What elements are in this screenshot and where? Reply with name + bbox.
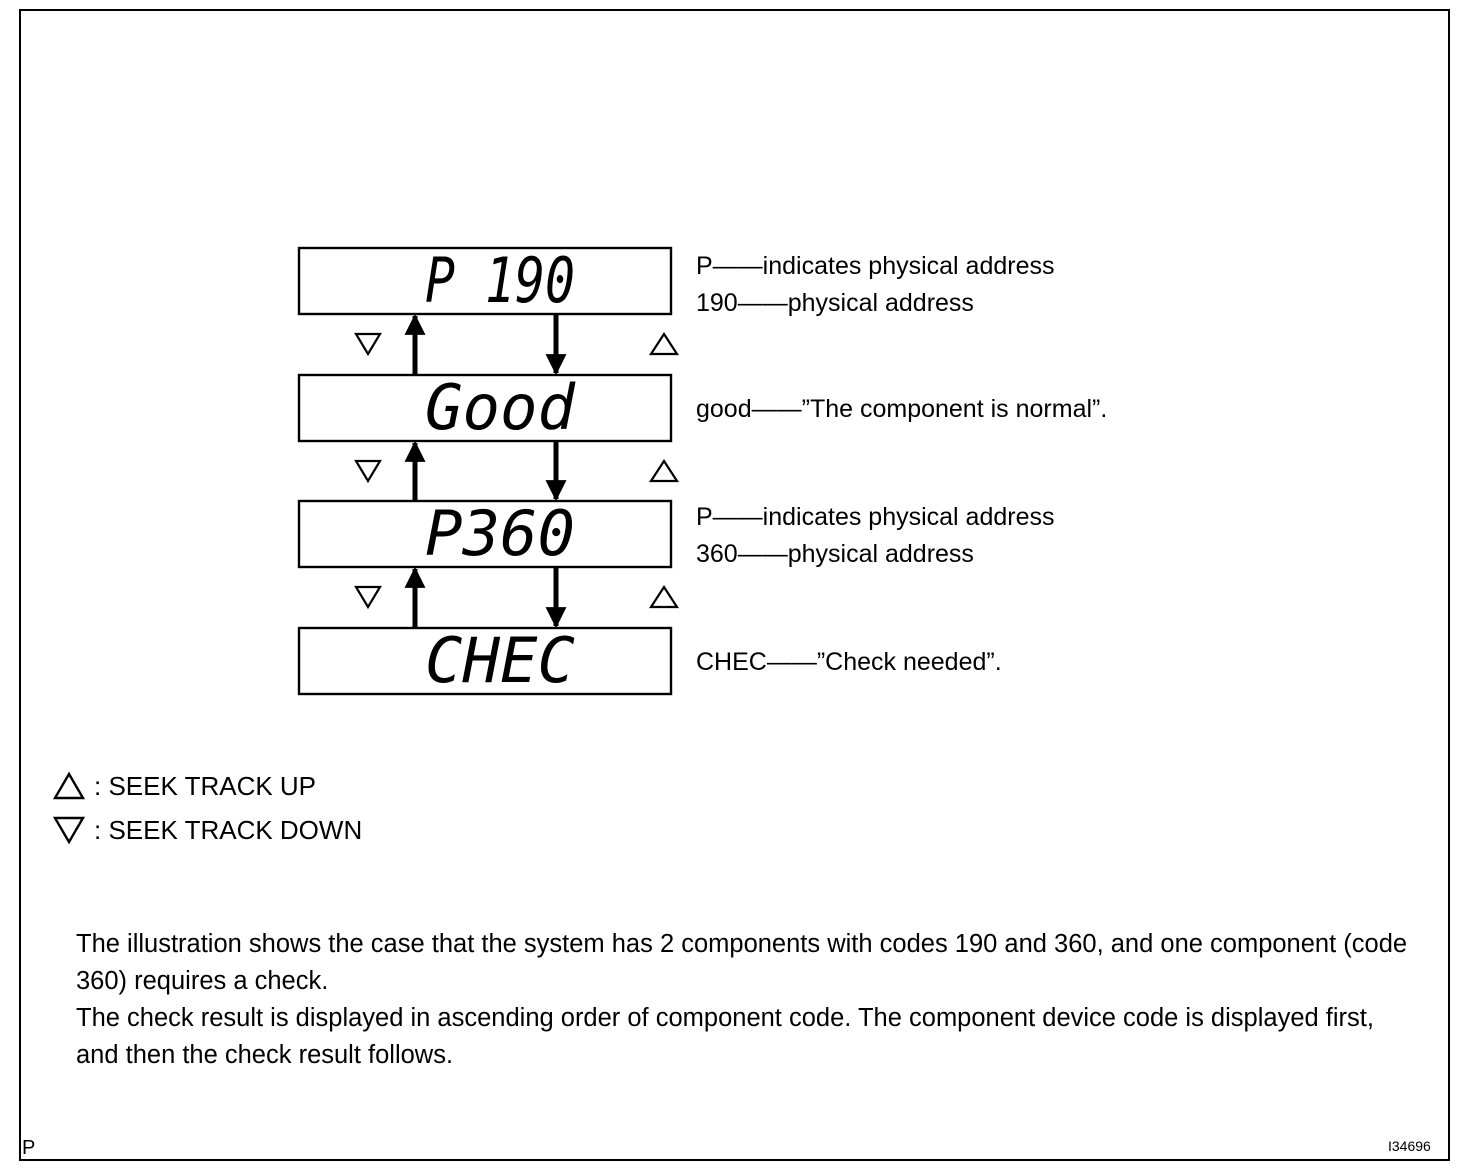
display-4-note-line-1: CHEC——”Check needed”. [696,648,1002,676]
display-3-note-line-1: P——indicates physical address [696,503,1055,531]
triangle-down-icon [52,816,86,845]
legend-seek-down-text: : SEEK TRACK DOWN [94,814,363,845]
lcd-display-4: CHEC [297,624,673,697]
figure-frame [19,9,1450,1161]
lcd-readout-2: Good [425,371,576,444]
seek-up-triangle-icon [648,584,680,609]
explanation-paragraph-2: The check result is displayed in ascendi… [76,1004,1374,1069]
display-3-note-line-2: 360——physical address [696,540,974,568]
seek-up-triangle-icon [648,331,680,356]
legend-seek-up-text: : SEEK TRACK UP [94,770,317,801]
lcd-display-1: P 190 [297,244,673,317]
display-1-note-line-1: P——indicates physical address [696,252,1055,280]
seek-up-triangle-icon [648,458,680,483]
display-2-note-line-1: good——”The component is normal”. [696,395,1108,423]
triangle-up-icon [52,771,86,800]
corner-mark: P [22,1137,36,1159]
lcd-readout-4: CHEC [425,624,575,697]
display-1-note-line-2: 190——physical address [696,289,974,317]
explanation-note: The illustration shows the case that the… [76,926,1416,1074]
lcd-readout-3: P360 [425,497,575,570]
seek-down-triangle-icon [354,585,382,610]
lcd-display-2: Good [297,371,673,444]
figure-id: I34696 [1388,1138,1431,1154]
lcd-display-3: P360 [297,497,673,570]
legend-seek-down: : SEEK TRACK DOWN [52,810,362,850]
seek-down-triangle-icon [354,332,382,357]
explanation-paragraph-1: The illustration shows the case that the… [76,930,1408,995]
seek-down-triangle-icon [354,459,382,484]
lcd-readout-1: P 190 [425,244,575,317]
legend-seek-up: : SEEK TRACK UP [52,766,316,806]
